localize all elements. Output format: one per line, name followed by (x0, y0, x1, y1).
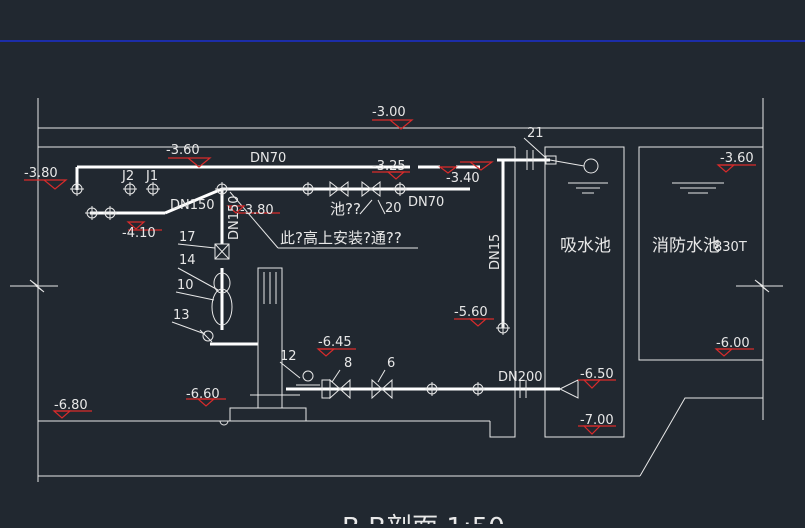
annotations: 池?? 此?高上安装?通?? (280, 200, 402, 247)
pipe-dn150: DN150 (170, 198, 215, 213)
component-tags: J2 J1 17 14 10 13 12 8 6 20 21 (121, 126, 544, 371)
tag-8: 8 (344, 356, 352, 371)
elev-m325: -3.25 (372, 159, 406, 174)
elev-m650: -6.50 (580, 367, 614, 382)
tag-j2: J2 (121, 169, 134, 184)
elev-m645: -6.45 (318, 335, 352, 350)
tag-j1: J1 (145, 169, 158, 184)
elev-m380: -3.80 (24, 166, 58, 181)
room-suction-pool: 吸水池 (560, 236, 611, 256)
note-pool-question: 池?? (330, 200, 361, 218)
tag-13: 13 (173, 308, 190, 323)
elev-m660: -6.60 (186, 387, 220, 402)
tag-21: 21 (527, 126, 544, 141)
structure-outline (10, 98, 783, 482)
elev-m300: -3.00 (372, 105, 406, 120)
elev-m680: -6.80 (54, 398, 88, 413)
flange-markers (70, 182, 510, 396)
elev-m380-mid: -3.80 (240, 203, 274, 218)
room-fire-pool: 消防水池 (652, 236, 720, 256)
tag-10: 10 (177, 278, 194, 293)
pipe-dn70-top: DN70 (250, 151, 286, 166)
pipe-dn15: DN15 (488, 234, 503, 270)
elev-m700: -7.00 (580, 413, 614, 428)
pipe-size-labels: DN70 DN70 DN150 DN150 DN15 DN200 (170, 151, 543, 385)
tag-6: 6 (387, 356, 395, 371)
tag-14: 14 (179, 253, 196, 268)
elevation-markers (24, 119, 756, 435)
note-install-question: 此?高上安装?通?? (280, 229, 402, 247)
elev-m360-right: -3.60 (720, 151, 754, 166)
pipe-network (75, 158, 560, 391)
elev-m600: -6.00 (716, 336, 750, 351)
pipe-dn200: DN200 (498, 370, 543, 385)
elev-m560: -5.60 (454, 305, 488, 320)
drawing-title: B-B剖面 1:50 (342, 513, 505, 524)
room-labels: 吸水池 消防水池 830T (560, 236, 747, 256)
equipment-symbols (199, 150, 599, 426)
elev-m410: -4.10 (122, 226, 156, 241)
elevation-labels: -3.00 -3.60 -3.80 -3.25 -3.40 -3.80 -4.1… (24, 105, 754, 428)
room-fire-capacity: 830T (714, 240, 747, 255)
elev-m360-left: -3.60 (166, 143, 200, 158)
tag-17: 17 (179, 230, 196, 245)
elev-m340: -3.40 (446, 171, 480, 186)
tag-12: 12 (280, 349, 297, 364)
pipe-dn70-right: DN70 (408, 195, 444, 210)
pipe-dn150-vertical: DN150 (227, 195, 242, 240)
leader-lines (171, 137, 547, 383)
tag-20: 20 (385, 201, 402, 216)
